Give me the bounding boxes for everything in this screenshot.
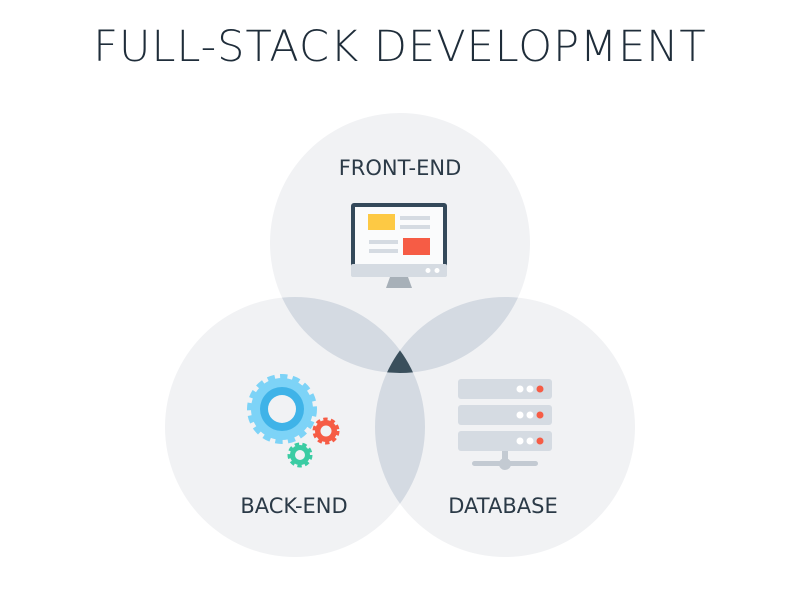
gears-icon [247,374,340,468]
monitor-icon [351,203,447,288]
page-title: FULL-STACK DEVELOPMENT [93,22,707,72]
database-label: DATABASE [448,494,558,518]
overlap-front-db [375,297,530,373]
overlap-front-back [270,297,425,373]
back-end-label: BACK-END [240,494,348,518]
front-end-label: FRONT-END [338,156,462,180]
server-icon [458,379,552,470]
